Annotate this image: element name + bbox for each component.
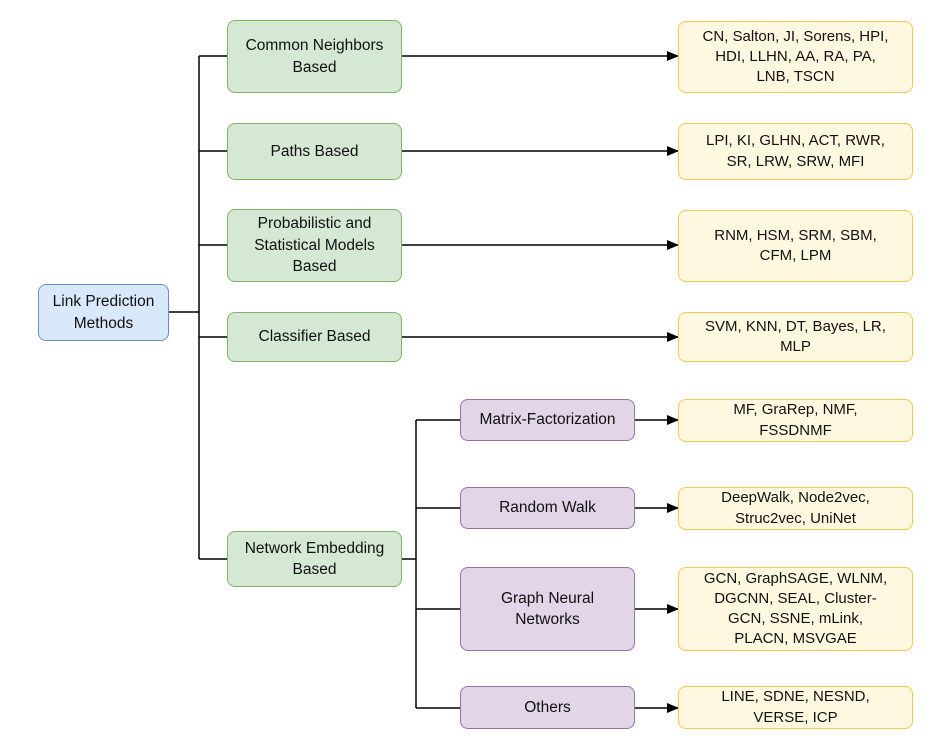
methods-common-neighbors: CN, Salton, JI, Sorens, HPI, HDI, LLHN, … xyxy=(678,21,913,93)
sub-others: Others xyxy=(460,686,635,729)
category-paths: Paths Based xyxy=(227,123,402,180)
methods-random-walk: DeepWalk, Node2vec, Struc2vec, UniNet xyxy=(678,487,913,530)
category-probabilistic: Probabilistic and Statistical Models Bas… xyxy=(227,209,402,282)
root-node: Link Prediction Methods xyxy=(38,284,169,341)
sub-graph-neural-networks: Graph Neural Networks xyxy=(460,567,635,651)
methods-paths: LPI, KI, GLHN, ACT, RWR, SR, LRW, SRW, M… xyxy=(678,123,913,180)
category-classifier: Classifier Based xyxy=(227,312,402,362)
sub-matrix-factorization: Matrix-Factorization xyxy=(460,399,635,441)
category-network-embedding: Network Embedding Based xyxy=(227,531,402,587)
methods-graph-neural-networks: GCN, GraphSAGE, WLNM, DGCNN, SEAL, Clust… xyxy=(678,567,913,651)
methods-classifier: SVM, KNN, DT, Bayes, LR, MLP xyxy=(678,312,913,362)
category-common-neighbors: Common Neighbors Based xyxy=(227,20,402,93)
methods-probabilistic: RNM, HSM, SRM, SBM, CFM, LPM xyxy=(678,210,913,282)
methods-matrix-factorization: MF, GraRep, NMF, FSSDNMF xyxy=(678,399,913,442)
sub-random-walk: Random Walk xyxy=(460,487,635,529)
methods-others: LINE, SDNE, NESND, VERSE, ICP xyxy=(678,686,913,729)
